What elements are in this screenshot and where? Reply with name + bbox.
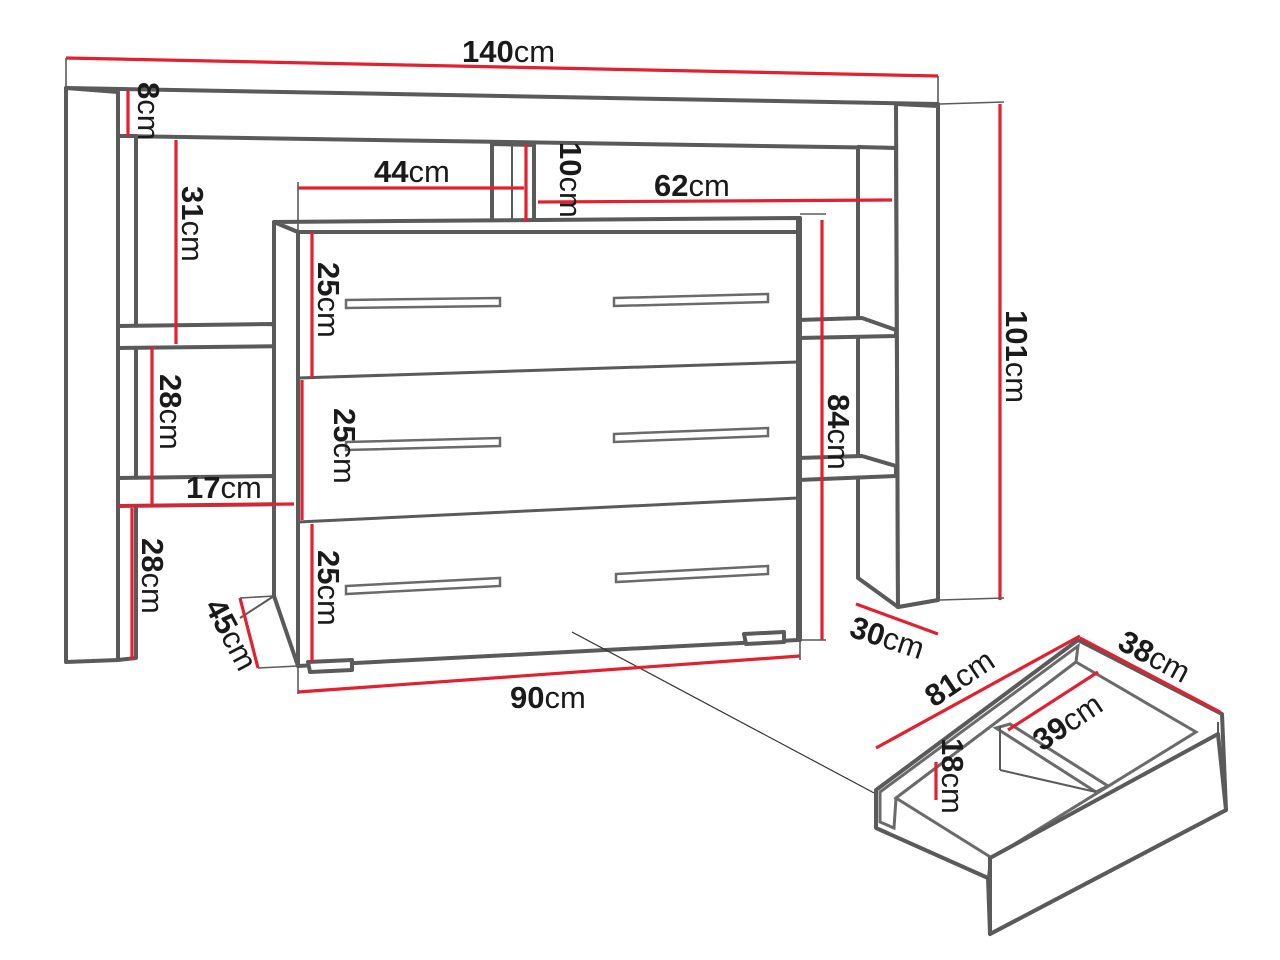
drawer-detail <box>874 638 1228 936</box>
drawer-1-handle-left <box>344 296 502 310</box>
label-chest-top-gap-width: 44cm <box>374 154 450 189</box>
chest-right-edge <box>796 216 802 642</box>
chest-foot-right <box>742 630 786 646</box>
label-chest-depth: 45cm <box>198 593 264 676</box>
left-outer-post <box>64 86 120 664</box>
right-inner-post <box>856 145 900 609</box>
extension-line <box>257 665 299 669</box>
drawer-1-handle-right <box>612 292 770 308</box>
extension-line <box>239 595 275 599</box>
drawer-2-handle-right <box>612 426 770 444</box>
drawer-2-handle-left <box>344 436 502 452</box>
right-outer-post <box>894 102 940 609</box>
dim-chest-width <box>297 654 801 694</box>
drawer-divider <box>992 722 1112 794</box>
label-drawer-1-height: 25cm <box>311 262 346 338</box>
dim-side-depth <box>855 602 939 636</box>
label-total-width: 140cm <box>462 34 555 69</box>
label-total-height: 101cm <box>999 310 1034 403</box>
dim-drawer-length <box>875 634 1081 750</box>
dim-drawer-inner-width <box>1007 670 1099 732</box>
label-lower-gap-left: 28cm <box>135 538 170 614</box>
label-middle-shelf-gap-left: 28cm <box>153 374 188 450</box>
drawer-3-handle-left <box>344 576 502 596</box>
extension-line <box>939 101 1005 105</box>
left-upper-shelf <box>116 322 296 350</box>
dim-right-opening <box>537 198 893 204</box>
dim-total-width <box>65 56 939 78</box>
label-divider-height: 10cm <box>553 142 588 218</box>
dim-chest-depth <box>238 597 260 669</box>
dim-shelf-depth <box>117 502 295 508</box>
detail-leader-line <box>571 631 877 795</box>
label-drawer-2-height: 25cm <box>327 408 362 484</box>
label-shelf-depth: 17cm <box>186 470 262 505</box>
label-right-opening-width: 62cm <box>654 168 730 203</box>
label-top-board-height: 8cm <box>131 82 166 141</box>
label-drawer-inner-height: 18cm <box>935 738 970 814</box>
chest-top <box>272 216 800 234</box>
label-side-depth: 30cm <box>846 609 929 666</box>
drawer-front-panel <box>988 732 1228 936</box>
label-chest-height: 84cm <box>821 394 856 470</box>
extension-line <box>939 597 1005 601</box>
drawer-handles <box>344 292 770 596</box>
chest-foot-left <box>306 658 354 674</box>
chest-side-panel <box>272 220 300 668</box>
dimension-lines <box>65 56 1221 800</box>
drawer-separator-1 <box>297 360 799 380</box>
label-upper-shelf-gap-left: 31cm <box>175 186 210 262</box>
drawer-separator-2 <box>297 496 799 524</box>
wall-unit-frame <box>64 86 940 664</box>
dim-drawer-width <box>1079 636 1221 714</box>
label-drawer-3-height: 25cm <box>311 550 346 626</box>
drawer-3-handle-right <box>614 564 770 584</box>
label-chest-width: 90cm <box>510 680 586 715</box>
